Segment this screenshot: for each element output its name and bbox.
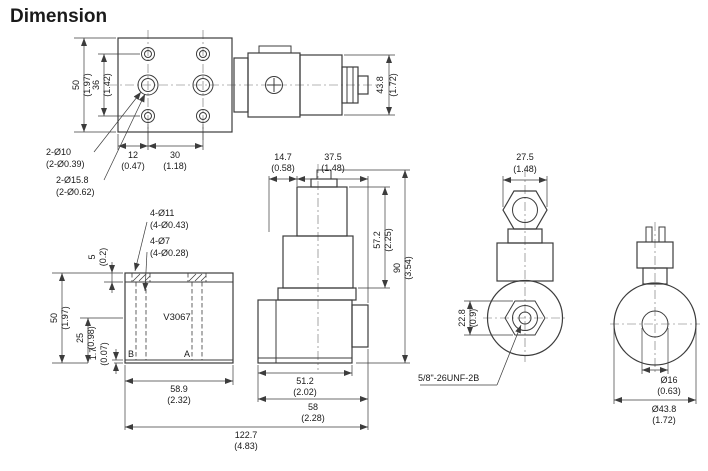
dim-bolt-span-mm: 36 [91,80,101,90]
dim-coil-id: Ø16 [660,375,677,385]
dim-top-height-mm: 50 [71,80,81,90]
leader-thread [496,324,522,386]
callout-2xd158-in: (2-Ø0.62) [56,187,95,197]
port-hole-right [192,74,214,96]
callout-4xd7: 4-Ø7 [150,236,170,246]
dim-coil-od-in: (1.72) [652,415,676,425]
dim-offset-in: (0.47) [121,161,145,171]
dim-coil-stack-mm: 57.2 [372,231,382,249]
connector-pin-right [658,226,666,243]
top-view-dimensions: 50 (1.97) 36 (1.42) 12 (0.47) 30 (1.18) … [46,37,204,197]
front-view-dimensions: 50 (1.97) 25 (0.98) 5 (0.2) 1.7 (0.07) 5… [49,248,369,451]
dim-port-height-in: (0.98) [86,326,96,350]
dim-step-in: (0.2) [98,248,108,267]
dim-end-h-mm: 22.8 [457,309,467,327]
coil-face-circle [486,279,564,357]
coil-outer-circle [613,282,697,366]
port-a-label: A [184,349,190,359]
leader-4xd11 [133,221,148,272]
page-title: Dimension [10,6,107,27]
top-view-block [108,30,380,140]
dim-coil-id-in: (0.63) [657,386,681,396]
connector-neck [642,267,668,285]
dim-coil-od-side-mm: 43.8 [375,76,385,94]
inner-hex [504,300,546,336]
manifold-block-outline [117,37,233,133]
connector-pin-left [645,226,653,243]
callout-2xd10-in: (2-Ø0.39) [46,159,85,169]
din-connector-side [296,186,348,237]
dim-total-height-in: (3.54) [403,256,413,280]
dim-coil-od-side-in: (1.72) [388,73,398,97]
front-view-callouts: 4-Ø11 (4-Ø0.43) 4-Ø7 (4-Ø0.28) [133,208,189,292]
dim-conn-offset-mm: 14.7 [274,152,292,162]
port-b-label: B [128,349,134,359]
valve-body-side [257,299,353,364]
coil-inner-bore [641,310,669,338]
end-view: 27.5 (1.48) 22.8 (0.9) 5/8"-26UNF-2B [418,152,567,386]
side-elevation: 14.7 (0.58) 37.5 (1.48) 57.2 (2.25) 90 (… [257,152,413,423]
dim-base-in: (0.07) [99,342,109,366]
dim-conn-offset-in: (0.58) [271,163,295,173]
dim-body-width-in: (2.32) [167,395,191,405]
dim-pitch-in: (1.18) [163,161,187,171]
dim-conn-width-in: (1.48) [321,163,345,173]
front-view-block: V3067 B A [124,272,234,364]
top-view-solenoid: 43.8 (1.72) [233,45,398,118]
dim-body-depth-mm: 58 [308,402,318,412]
dim-coil-stack-in: (2.25) [383,228,393,252]
dim-nut-af-mm: 27.5 [516,152,534,162]
dim-front-height-in: (1.97) [60,306,70,330]
body-side-tab [351,304,369,348]
dim-body-len-in: (2.02) [293,387,317,397]
dim-body-depth-in: (2.28) [301,413,325,423]
leader-2xd158 [103,93,146,181]
callout-2xd10: 2-Ø10 [46,147,71,157]
leader-4xd7 [142,251,149,292]
tube-tip [357,75,369,95]
dim-total-height-mm: 90 [392,263,402,273]
dim-nut-af-in: (1.48) [513,164,537,174]
port-hole-left [137,74,159,96]
dim-bolt-span-in: (1.42) [102,73,112,97]
coil-flange [277,287,357,301]
callout-2xd158: 2-Ø15.8 [56,175,89,185]
dim-offset-mm: 12 [128,150,138,160]
dim-total-length-in: (4.83) [234,441,258,451]
dim-pitch-mm: 30 [170,150,180,160]
valve-body-outline [124,272,234,364]
dim-coil-od: Ø43.8 [652,404,677,414]
thread-callout: 5/8"-26UNF-2B [418,373,479,383]
dim-port-height-mm: 25 [75,333,85,343]
callout-4xd7-in: (4-Ø0.28) [150,248,189,258]
dim-top-height-in: (1.97) [82,73,92,97]
callout-4xd11-in: (4-Ø0.43) [150,220,189,230]
dim-step-mm: 5 [87,254,97,259]
dim-conn-width-mm: 37.5 [324,152,342,162]
dim-base-mm: 1.7 [88,348,98,361]
coil-end-view: Ø16 (0.63) Ø43.8 (1.72) [610,222,700,425]
dim-total-length-mm: 122.7 [235,430,258,440]
connector-screw [265,76,283,94]
callout-4xd11: 4-Ø11 [150,208,174,218]
dim-front-height-mm: 50 [49,313,59,323]
dim-body-len-mm: 51.2 [296,376,314,386]
dim-body-width-mm: 58.9 [170,384,188,394]
dim-end-h-in: (0.9) [468,309,478,328]
model-label: V3067 [163,312,190,323]
leader-2xd10 [93,91,142,153]
